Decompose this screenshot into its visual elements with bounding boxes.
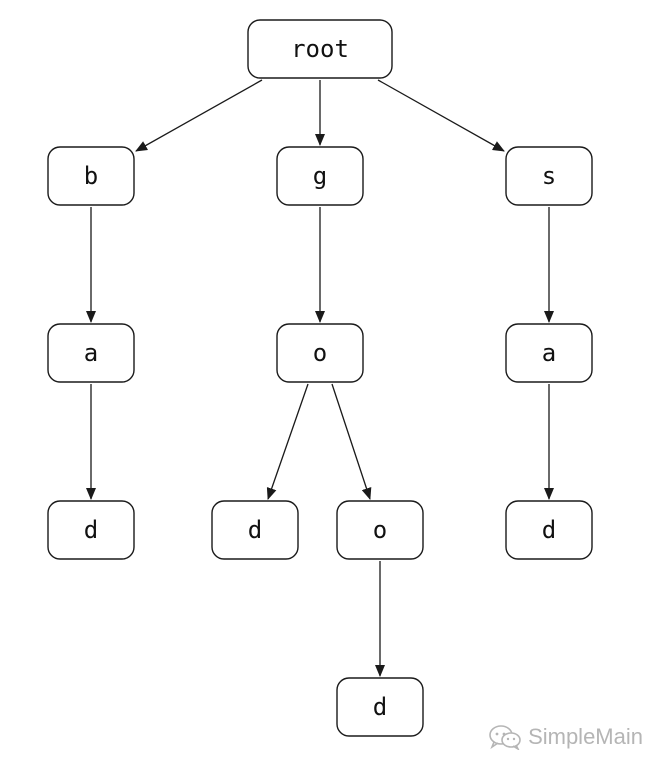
edges-layer [86,79,554,677]
edge-go-goo [331,383,372,500]
node-box-ba [47,323,135,383]
watermark-text: SimpleMain [528,724,643,749]
wechat-icon [489,725,521,750]
node-box-root [247,19,393,79]
node-box-sa [505,323,593,383]
node-label-s: s [542,162,556,190]
node-good: d [336,677,424,737]
node-box-g [276,146,364,206]
node-sa: a [505,323,593,383]
node-goo: o [336,500,424,560]
node-s: s [505,146,593,206]
node-go: o [276,323,364,383]
node-ba: a [47,323,135,383]
node-label-g: g [313,162,327,190]
node-box-good [336,677,424,737]
node-label-goo: o [373,516,387,544]
node-label-root: root [291,35,349,63]
edge-root-s [377,79,505,152]
watermark: SimpleMain [488,724,643,750]
node-sad: d [505,500,593,560]
node-box-god [211,500,299,560]
node-label-ba: a [84,339,98,367]
node-label-sad: d [542,516,556,544]
node-box-goo [336,500,424,560]
node-label-good: d [373,693,387,721]
node-god: d [211,500,299,560]
node-box-b [47,146,135,206]
node-g: g [276,146,364,206]
node-root: root [247,19,393,79]
nodes-layer: root b g s a o a d d o d d [47,19,593,737]
node-label-god: d [248,516,262,544]
edge-root-b [135,79,263,152]
node-b: b [47,146,135,206]
node-label-go: o [313,339,327,367]
node-label-sa: a [542,339,556,367]
node-box-go [276,323,364,383]
node-box-bad [47,500,135,560]
node-label-bad: d [84,516,98,544]
node-label-b: b [84,162,98,190]
edge-go-god [266,383,309,500]
node-box-sad [505,500,593,560]
node-bad: d [47,500,135,560]
node-box-s [505,146,593,206]
